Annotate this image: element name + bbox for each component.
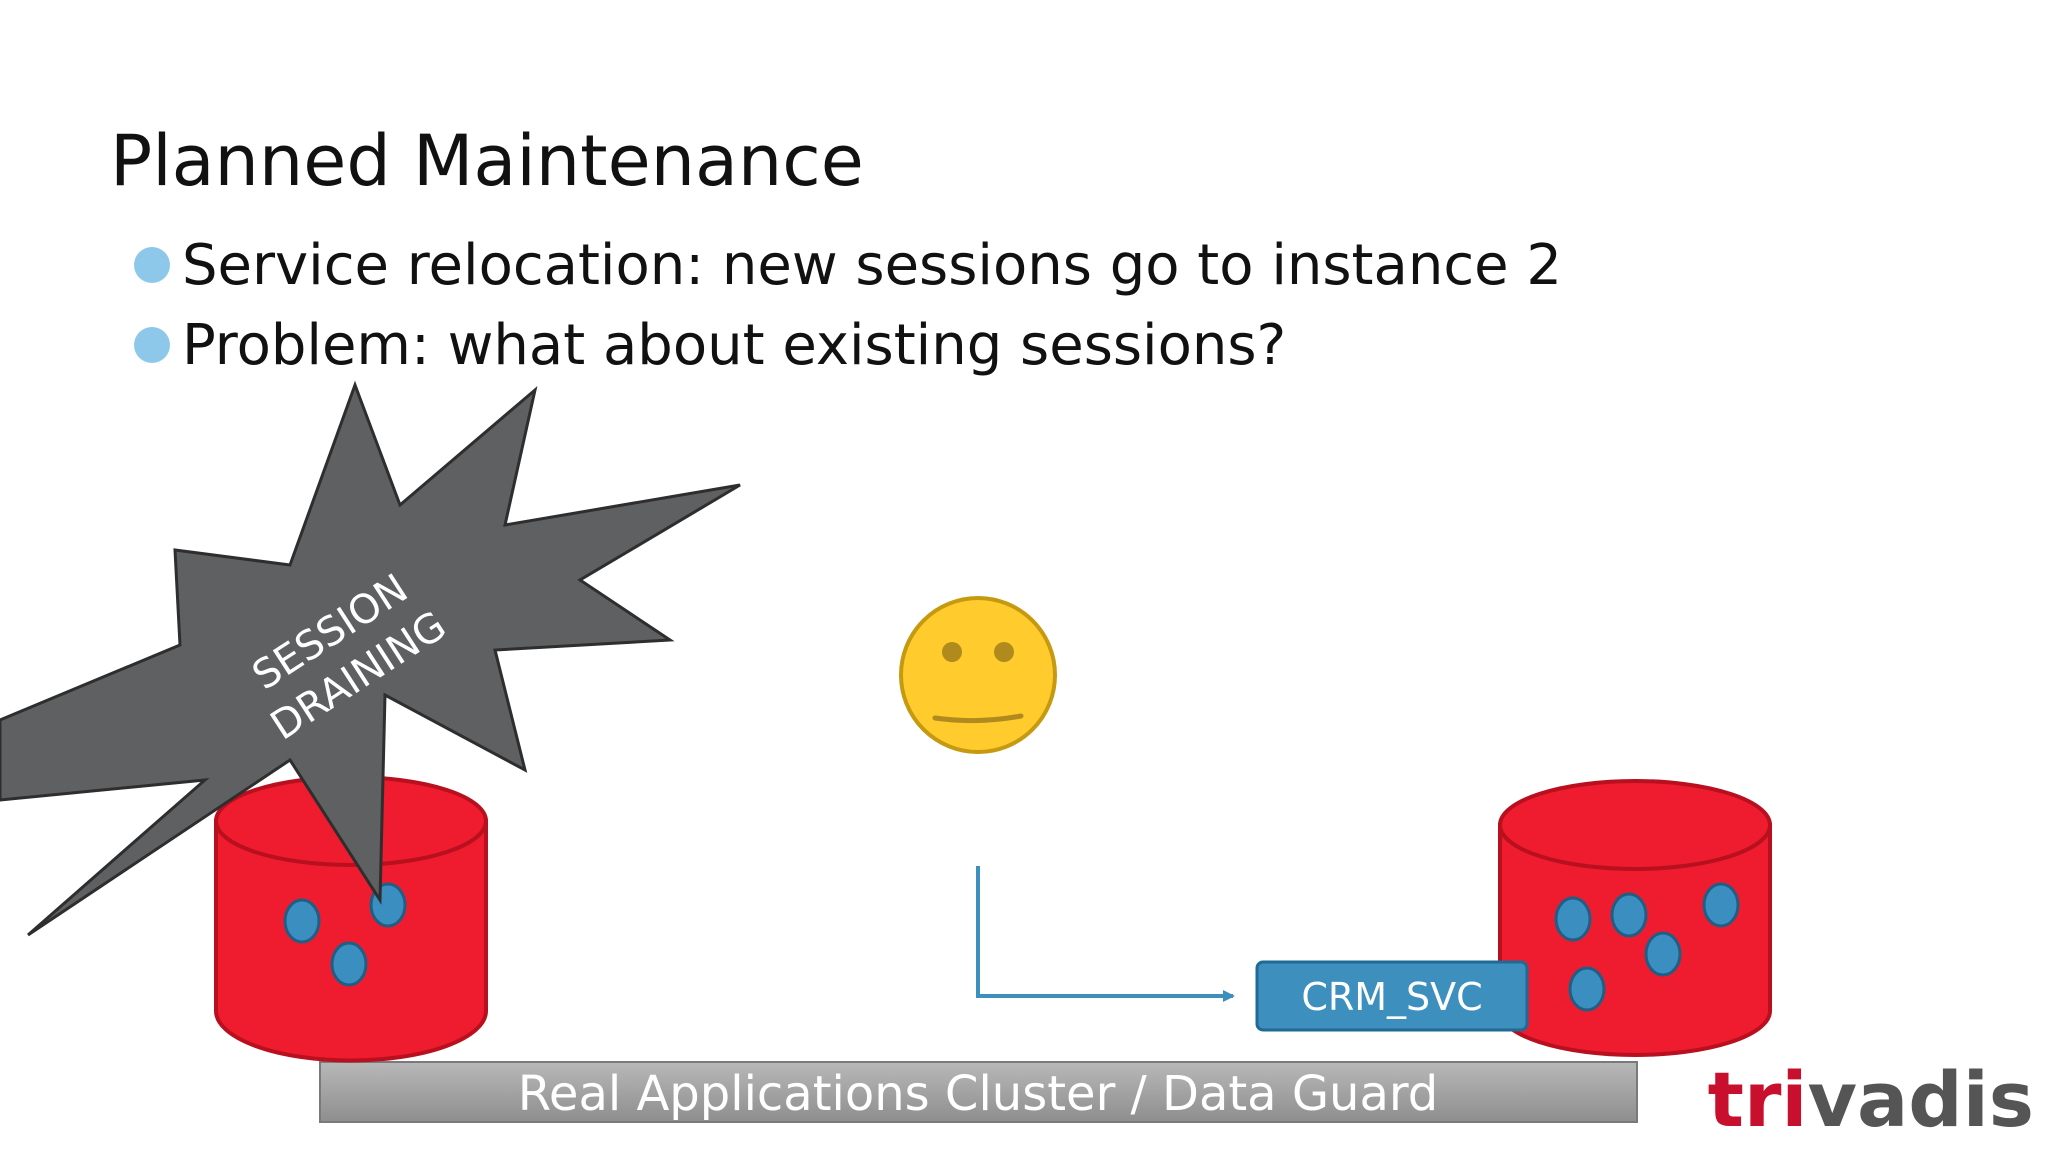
database-instance-2-icon: [1498, 779, 1772, 1057]
session-draining-burst: SESSION DRAINING: [0, 380, 741, 937]
service-label: CRM_SVC: [1301, 975, 1482, 1019]
session-dot-icon: [1644, 931, 1682, 977]
cluster-bar: Real Applications Cluster / Data Guard: [319, 1061, 1638, 1123]
cluster-bar-label: Real Applications Cluster / Data Guard: [518, 1066, 1439, 1122]
bullet-text: Problem: what about existing sessions?: [182, 312, 1287, 378]
logo-suffix: vadis: [1807, 1055, 2034, 1144]
trivadis-logo: trivadis: [1708, 1055, 2034, 1144]
bullet-dot-icon: [134, 247, 170, 283]
session-dot-icon: [283, 898, 321, 944]
page-title: Planned Maintenance: [110, 120, 864, 202]
cluster-bar-background: [319, 1061, 1638, 1123]
arrow-right-icon: [976, 866, 1235, 1002]
session-dot-icon: [1610, 892, 1648, 938]
burst-shape: [0, 380, 741, 937]
session-dot-icon: [330, 941, 368, 987]
session-dot-icon: [1554, 896, 1592, 942]
bullet-list: Service relocation: new sessions go to i…: [134, 225, 1562, 385]
bullet-item-problem: Problem: what about existing sessions?: [134, 305, 1562, 385]
service-box-crm-svc: CRM_SVC: [1255, 960, 1529, 1032]
bullet-dot-icon: [134, 327, 170, 363]
session-dot-icon: [1702, 882, 1740, 928]
logo-text: trivadis: [1708, 1055, 2034, 1144]
bullet-text: Service relocation: new sessions go to i…: [182, 232, 1562, 298]
logo-prefix: tri: [1708, 1055, 1808, 1144]
session-dot-icon: [1568, 966, 1606, 1012]
bullet-item-service-relocation: Service relocation: new sessions go to i…: [134, 225, 1562, 305]
neutral-face-icon: [899, 596, 1057, 754]
